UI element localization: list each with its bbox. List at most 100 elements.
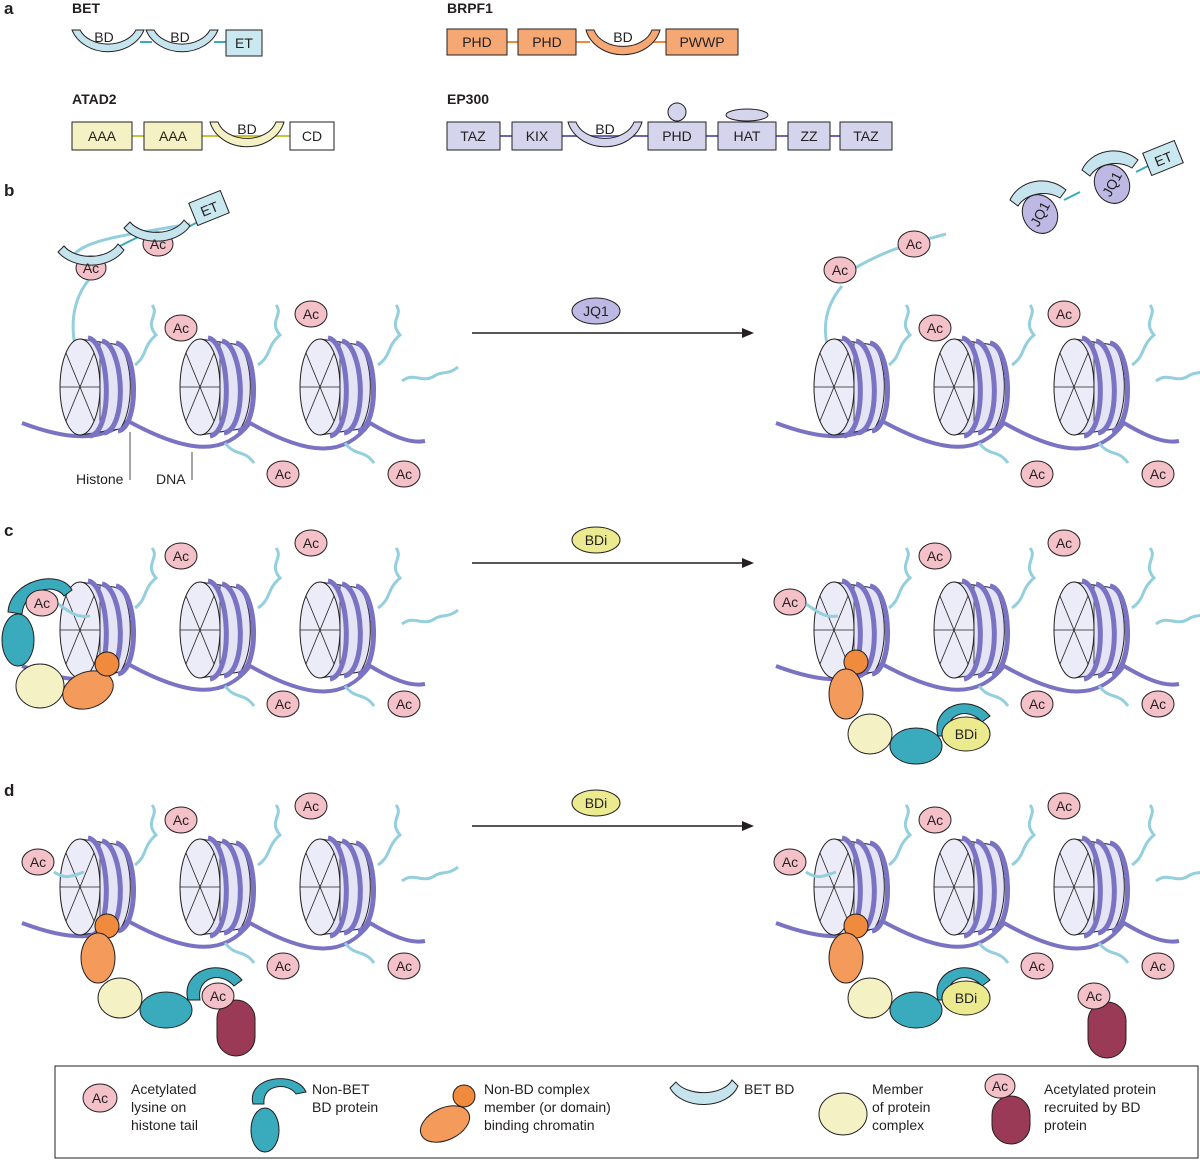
svg-text:Ac: Ac — [992, 1078, 1008, 1094]
ac-tag: Ac — [164, 542, 198, 570]
complex-released-d: BDi — [828, 913, 991, 1029]
svg-text:JQ1: JQ1 — [583, 303, 609, 319]
svg-text:BDi: BDi — [585, 532, 608, 548]
ep300-hat-ellipse — [725, 108, 769, 122]
ac-tag: Ac — [294, 300, 328, 328]
ac-tag: Ac — [918, 314, 952, 342]
bet-bd-label-2: BD — [170, 29, 189, 45]
ac-tag: Ac — [1047, 300, 1081, 328]
svg-text:Ac: Ac — [782, 594, 798, 610]
svg-text:member (or domain): member (or domain) — [484, 1099, 611, 1115]
svg-text:Ac: Ac — [1150, 466, 1166, 482]
svg-text:BDi: BDi — [585, 795, 608, 811]
svg-text:Ac: Ac — [1150, 696, 1166, 712]
ac-tag: Ac — [387, 952, 421, 980]
svg-text:Ac: Ac — [1029, 696, 1045, 712]
legend-recruited-protein: Ac Acetylated protein recruited by BD pr… — [984, 1073, 1156, 1145]
svg-text:Ac: Ac — [92, 1090, 108, 1106]
panel-label-c: c — [4, 521, 13, 540]
ac-tag: Ac — [1141, 460, 1175, 488]
svg-text:Ac: Ac — [1086, 988, 1102, 1004]
ac-tag: Ac — [773, 848, 807, 876]
bdi-inhibitor-d: BDi — [571, 789, 621, 817]
svg-text:ET: ET — [1152, 148, 1175, 170]
recruited-protein-released: Ac — [1077, 982, 1127, 1059]
brpf1-pwwp-domain — [665, 28, 739, 56]
ac-tag: Ac — [266, 690, 300, 718]
svg-text:Ac: Ac — [927, 812, 943, 828]
ep300-taz-label-2: TAZ — [853, 128, 879, 144]
ep300-title: EP300 — [447, 91, 489, 107]
svg-text:Member: Member — [872, 1081, 924, 1097]
legend-bet-bd: BET BD — [669, 1079, 794, 1105]
ep300-taz-label-1: TAZ — [460, 128, 486, 144]
svg-text:Ac: Ac — [1056, 535, 1072, 551]
ep300-zz-label: ZZ — [800, 128, 818, 144]
bet-et-domain — [225, 29, 263, 57]
svg-text:BD protein: BD protein — [312, 1099, 378, 1115]
svg-text:BDi: BDi — [955, 990, 978, 1006]
svg-text:Ac: Ac — [927, 548, 943, 564]
svg-text:Non-BD complex: Non-BD complex — [484, 1081, 590, 1097]
svg-text:Ac: Ac — [906, 236, 922, 252]
ac-tag: Ac — [1020, 690, 1054, 718]
brpf1-phd-label-2: PHD — [532, 34, 562, 50]
ep300-zz-domain — [787, 121, 831, 151]
svg-text:Ac: Ac — [832, 262, 848, 278]
brpf1-phd-label-1: PHD — [462, 34, 492, 50]
svg-text:Ac: Ac — [1056, 798, 1072, 814]
ac-tag: Ac — [294, 792, 328, 820]
ac-tag: Ac — [1141, 952, 1175, 980]
svg-text:Ac: Ac — [275, 466, 291, 482]
svg-text:BET BD: BET BD — [744, 1081, 794, 1097]
ac-tag: Ac — [21, 848, 55, 876]
ac-tag: Ac — [1141, 690, 1175, 718]
svg-text:Ac: Ac — [1150, 958, 1166, 974]
atad2-bd-domain — [209, 121, 285, 148]
svg-text:Ac: Ac — [396, 466, 412, 482]
ac-tag: Ac — [1047, 529, 1081, 557]
svg-text:Ac: Ac — [173, 320, 189, 336]
ac-tag: Ac — [266, 460, 300, 488]
svg-text:Ac: Ac — [275, 958, 291, 974]
svg-text:lysine on: lysine on — [131, 1099, 186, 1115]
ac-tag: Ac — [823, 256, 857, 284]
ep300-bd-domain — [567, 121, 643, 148]
ep300-taz-domain-2 — [839, 121, 893, 151]
ac-tag: Ac — [897, 230, 931, 258]
svg-text:Ac: Ac — [782, 854, 798, 870]
svg-text:Acetylated protein: Acetylated protein — [1044, 1081, 1156, 1097]
atad2-cd-domain — [289, 121, 335, 151]
bet-title: BET — [72, 0, 100, 16]
svg-text:Ac: Ac — [275, 696, 291, 712]
svg-text:histone tail: histone tail — [131, 1117, 198, 1133]
svg-text:Ac: Ac — [30, 854, 46, 870]
svg-text:Ac: Ac — [1029, 466, 1045, 482]
svg-text:ET: ET — [198, 198, 221, 220]
svg-text:Ac: Ac — [927, 320, 943, 336]
atad2-bd-label: BD — [237, 121, 256, 137]
svg-text:Ac: Ac — [303, 306, 319, 322]
svg-text:Ac: Ac — [83, 260, 99, 276]
svg-text:BDi: BDi — [955, 726, 978, 742]
atad2-aaa-label-2: AAA — [159, 128, 188, 144]
svg-text:Ac: Ac — [210, 988, 226, 1004]
svg-text:Ac: Ac — [303, 535, 319, 551]
atad2-aaa-label-1: AAA — [88, 128, 117, 144]
ep300-phd-domain — [647, 121, 707, 151]
legend-protein-complex-member: Member of protein complex — [818, 1081, 930, 1136]
dna-label: DNA — [156, 471, 186, 487]
ac-tag: Ac — [164, 314, 198, 342]
bdi-inhibitor-c: BDi — [571, 526, 621, 554]
bet-et-label: ET — [235, 35, 253, 51]
atad2-cd-label: CD — [302, 128, 322, 144]
bet-bd-domain-2 — [145, 29, 219, 53]
brpf1-phd-domain-2 — [517, 28, 577, 56]
legend-acetylated-lysine: Ac Acetylated lysine on histone tail — [82, 1081, 198, 1133]
svg-text:Ac: Ac — [173, 812, 189, 828]
nucleosome-array-b-left — [22, 305, 458, 463]
complex-bound-c: Ac — [1, 578, 120, 710]
bet-protein-bound: ET Ac Ac — [57, 189, 230, 281]
svg-text:Ac: Ac — [1056, 306, 1072, 322]
